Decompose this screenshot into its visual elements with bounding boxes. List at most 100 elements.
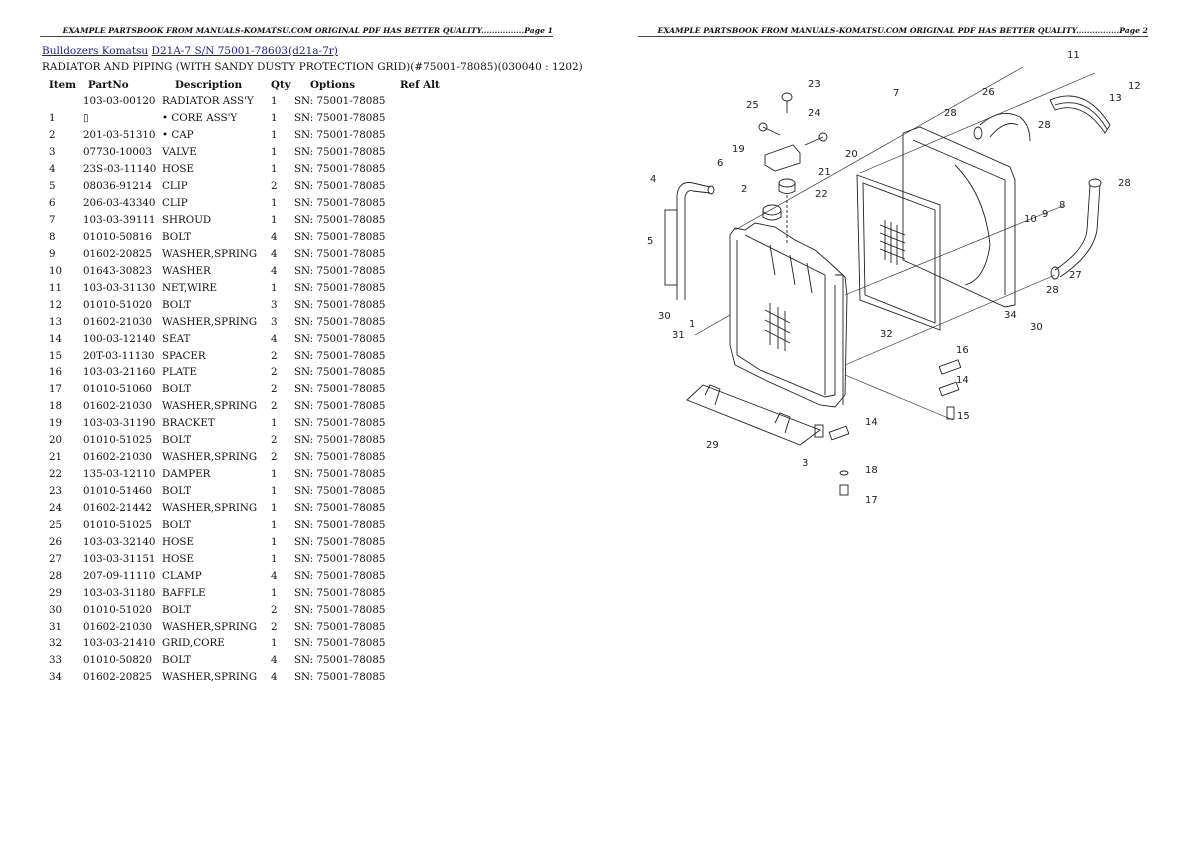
callout-label: 28 <box>1118 178 1131 189</box>
ref-alt <box>400 618 450 635</box>
part-number: 01602-21030 <box>83 451 152 464</box>
part-number: 01010-50820 <box>83 654 152 667</box>
part-number: 07730-10003 <box>83 146 152 159</box>
options: SN: 75001-78085 <box>294 95 386 108</box>
item-number: 15 <box>49 349 63 362</box>
item-number: 3 <box>49 146 56 159</box>
breadcrumb: Bulldozers Komatsu D21A-7 S/N 75001-7860… <box>42 45 338 57</box>
item-number: 34 <box>49 671 63 684</box>
quantity: 1 <box>271 281 278 294</box>
options: SN: 75001-78085 <box>294 129 386 142</box>
options: SN: 75001-78085 <box>294 366 386 379</box>
item-number: 22 <box>49 468 63 481</box>
item-number: 1 <box>49 112 56 125</box>
part-number: 201-03-51310 <box>83 129 156 142</box>
options: SN: 75001-78085 <box>294 383 386 396</box>
item-number: 4 <box>49 163 56 176</box>
options: SN: 75001-78085 <box>294 163 386 176</box>
baffle-drawing <box>686 384 821 446</box>
callout-label: 30 <box>658 311 671 322</box>
net-wire-drawing <box>1049 95 1111 134</box>
part-description: BOLT <box>162 434 192 447</box>
ref-alt <box>400 364 450 381</box>
item-number: 2 <box>49 129 56 142</box>
options: SN: 75001-78085 <box>294 501 386 514</box>
callout-label: 15 <box>957 411 970 422</box>
callout-label: 9 <box>1042 209 1048 220</box>
part-description: RADIATOR ASS'Y <box>162 95 254 108</box>
callout-label: 32 <box>880 329 893 340</box>
item-number: 33 <box>49 654 63 667</box>
part-description: BOLT <box>162 518 192 531</box>
options: SN: 75001-78085 <box>294 552 386 565</box>
ref-alt <box>400 601 450 618</box>
item-number: 19 <box>49 417 63 430</box>
breadcrumb-model-link[interactable]: D21A-7 S/N 75001-78603(d21a-7r) <box>151 45 338 57</box>
quantity: 1 <box>271 112 278 125</box>
ref-alt <box>400 466 450 483</box>
part-number: 100-03-12140 <box>83 332 156 345</box>
cap-drawing <box>762 204 782 221</box>
callout-label: 7 <box>893 88 899 99</box>
quantity: 2 <box>271 620 278 633</box>
callout-label: 3 <box>802 458 808 469</box>
item-number: 18 <box>49 400 63 413</box>
part-number: 01602-21030 <box>83 400 152 413</box>
part-description: • CAP <box>162 129 194 142</box>
quantity: 1 <box>271 535 278 548</box>
callout-label: 11 <box>1067 50 1080 61</box>
callout-label: 2 <box>741 184 747 195</box>
quantity: 4 <box>271 230 278 243</box>
part-number: 01602-20825 <box>83 247 152 260</box>
bracket-drawing <box>758 92 828 172</box>
item-number: 23 <box>49 485 63 498</box>
part-number: 01010-51060 <box>83 383 152 396</box>
callout-label: 26 <box>982 87 995 98</box>
options: SN: 75001-78085 <box>294 247 386 260</box>
part-number: 01010-51020 <box>83 603 152 616</box>
callout-label: 6 <box>717 158 723 169</box>
callout-label: 28 <box>1046 285 1059 296</box>
ref-alt <box>400 432 450 449</box>
ref-alt <box>400 212 450 229</box>
ref-alt <box>400 127 450 144</box>
callout-label: 17 <box>865 495 878 506</box>
callout-label: 28 <box>1038 120 1051 131</box>
quantity: 1 <box>271 146 278 159</box>
options: SN: 75001-78085 <box>294 349 386 362</box>
page-header: EXAMPLE PARTSBOOK FROM MANUALS-KOMATSU.C… <box>657 26 1148 35</box>
item-number: 14 <box>49 332 63 345</box>
item-number: 5 <box>49 180 56 193</box>
part-description: WASHER,SPRING <box>162 501 258 514</box>
part-description: CLIP <box>162 180 188 193</box>
ref-alt <box>400 313 450 330</box>
part-number: 01602-21030 <box>83 315 152 328</box>
breadcrumb-category-link[interactable]: Bulldozers Komatsu <box>42 45 149 57</box>
part-number: 01602-21030 <box>83 620 152 633</box>
ref-alt <box>400 93 450 110</box>
part-number: 01602-21442 <box>83 501 152 514</box>
quantity: 1 <box>271 518 278 531</box>
part-description: • CORE ASS'Y <box>162 112 238 125</box>
part-number: 01643-30823 <box>83 264 152 277</box>
quantity: 2 <box>271 451 278 464</box>
quantity: 2 <box>271 349 278 362</box>
options: SN: 75001-78085 <box>294 298 386 311</box>
callout-label: 4 <box>650 174 656 185</box>
part-number: 103-03-00120 <box>83 95 156 108</box>
quantity: 1 <box>271 552 278 565</box>
quantity: 3 <box>271 298 278 311</box>
